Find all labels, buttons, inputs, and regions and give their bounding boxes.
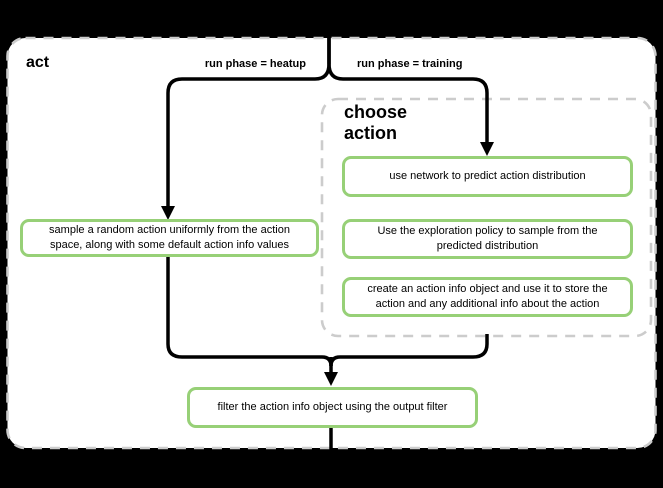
node-sample-random-action: sample a random action uniformly from th… xyxy=(20,219,319,257)
arrowhead-training xyxy=(480,142,494,156)
node-use-network-predict: use network to predict action distributi… xyxy=(342,156,633,197)
connector-training-branch xyxy=(327,63,489,144)
connector-heatup-branch xyxy=(166,63,331,208)
node-exploration-policy-sample: Use the exploration policy to sample fro… xyxy=(342,219,633,259)
node-filter-action-info: filter the action info object using the … xyxy=(187,387,478,428)
act-container-title: act xyxy=(26,54,50,71)
node-create-action-info: create an action info object and use it … xyxy=(342,277,633,317)
arrowhead-heatup xyxy=(161,206,175,220)
branch-label-heatup: run phase = heatup xyxy=(204,58,306,70)
choose-action-title: choose action xyxy=(344,102,408,143)
branch-label-training: run phase = training xyxy=(357,58,463,70)
arrowhead-merge xyxy=(324,372,338,386)
